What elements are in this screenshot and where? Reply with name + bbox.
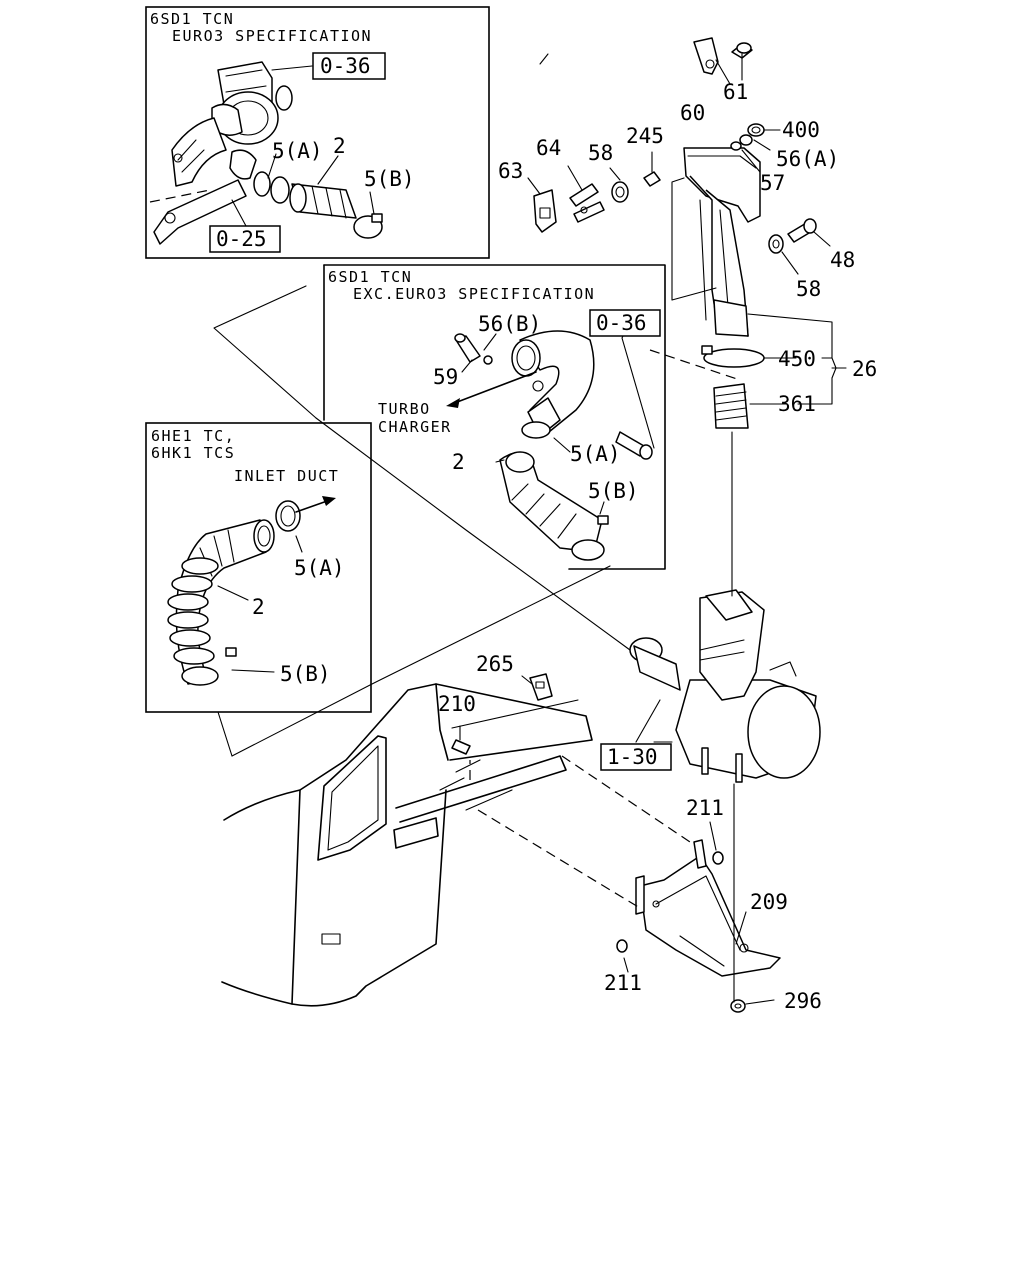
inset-euro3-title-2: EURO3 SPECIFICATION xyxy=(172,27,372,45)
ref-025: 0-25 xyxy=(216,227,267,251)
callout-59: 59 xyxy=(433,365,458,389)
callout-56a-top: 56(A) xyxy=(776,147,839,171)
inset-hk1-title-2: 6HK1 TCS xyxy=(151,444,235,462)
callout-5a-exc: 5(A) xyxy=(570,442,621,466)
sleeve-245 xyxy=(643,171,661,187)
ref-box-036-top xyxy=(312,52,386,80)
exc-euro3-sleeve-59 xyxy=(454,333,493,365)
hk1-clamp-5a xyxy=(275,500,301,532)
callout-211-bottom: 211 xyxy=(604,971,642,995)
exc-euro3-clamp-5a xyxy=(521,421,551,439)
callout-211-top: 211 xyxy=(686,796,724,820)
callout-61: 61 xyxy=(723,80,748,104)
callout-63: 63 xyxy=(498,159,523,183)
bolt-64 xyxy=(569,183,605,223)
washer-57 xyxy=(730,141,742,151)
euro3-clamp-5b xyxy=(353,213,383,239)
ref-130: 1-30 xyxy=(607,745,658,769)
callout-5b-euro3: 5(B) xyxy=(364,167,415,191)
callout-2-euro3: 2 xyxy=(333,134,346,158)
callout-5b-hk1: 5(B) xyxy=(280,662,331,686)
bolt-210 xyxy=(451,739,471,755)
inset-frame-euro3 xyxy=(145,6,490,259)
bolt-61 xyxy=(731,42,753,59)
washer-56a xyxy=(739,134,753,146)
bracket-63 xyxy=(533,189,557,233)
callout-58-right: 58 xyxy=(796,277,821,301)
truck-cab xyxy=(221,683,593,1007)
grommet-58-right xyxy=(768,234,784,254)
ref-036-top: 0-36 xyxy=(320,54,371,78)
callout-2-hk1: 2 xyxy=(252,595,265,619)
exc-euro3-elbow xyxy=(511,330,595,437)
callout-57: 57 xyxy=(760,171,785,195)
callout-48: 48 xyxy=(830,248,855,272)
callout-56b: 56(B) xyxy=(478,312,541,336)
callout-2-exc: 2 xyxy=(452,450,465,474)
callout-209: 209 xyxy=(750,890,788,914)
inset-hk1-title-1: 6HE1 TC, xyxy=(151,427,235,445)
callout-26: 26 xyxy=(852,357,877,381)
callout-296: 296 xyxy=(784,989,822,1013)
callout-58-top: 58 xyxy=(588,141,613,165)
turbocharger-note-2: CHARGER xyxy=(378,418,452,436)
inset-exc-euro3-title-1: 6SD1 TCN xyxy=(328,268,412,286)
exc-euro3-bolt xyxy=(615,431,653,460)
inset-frame-hk1 xyxy=(145,422,372,713)
nut-296 xyxy=(730,999,746,1013)
callout-5a-hk1: 5(A) xyxy=(294,556,345,580)
hk1-flex-hose-2 xyxy=(167,519,275,686)
callout-400: 400 xyxy=(782,118,820,142)
euro3-turbocharger xyxy=(153,61,293,245)
callout-60: 60 xyxy=(680,101,705,125)
bracket-60 xyxy=(693,37,719,75)
ref-box-025 xyxy=(209,225,281,253)
air-intake-duct xyxy=(683,147,761,337)
inset-frame-exc-euro3 xyxy=(323,264,666,570)
callout-245: 245 xyxy=(626,124,664,148)
inset-exc-euro3-title-2: EXC.EURO3 SPECIFICATION xyxy=(353,285,595,303)
ref-box-036-mid xyxy=(589,309,661,337)
air-cleaner-assembly xyxy=(629,589,821,783)
inlet-duct-note: INLET DUCT xyxy=(234,467,339,485)
euro3-clamp-5a xyxy=(253,171,290,204)
callout-5b-exc: 5(B) xyxy=(588,479,639,503)
nut-211-top xyxy=(712,851,724,865)
exc-euro3-hose-2 xyxy=(499,451,609,561)
callout-5a-euro3: 5(A) xyxy=(272,139,323,163)
ref-box-130 xyxy=(600,743,672,771)
nut-400 xyxy=(747,123,765,137)
inset-euro3-title-1: 6SD1 TCN xyxy=(150,10,234,28)
turbocharger-note-1: TURBO xyxy=(378,400,431,418)
bolt-48 xyxy=(787,218,817,243)
ref-036-mid: 0-36 xyxy=(596,311,647,335)
nut-211-bottom xyxy=(616,939,628,953)
clip-265 xyxy=(529,673,553,701)
euro3-hose-2 xyxy=(289,183,357,219)
clamp-450 xyxy=(701,345,765,368)
filter-element-361 xyxy=(713,383,749,429)
callout-361: 361 xyxy=(778,392,816,416)
callout-265: 265 xyxy=(476,652,514,676)
assembly-lines xyxy=(213,177,741,1003)
grommet-58 xyxy=(611,181,629,203)
callout-450: 450 xyxy=(778,347,816,371)
callout-64: 64 xyxy=(536,136,561,160)
callout-210: 210 xyxy=(438,692,476,716)
bracket-209 xyxy=(635,839,781,977)
